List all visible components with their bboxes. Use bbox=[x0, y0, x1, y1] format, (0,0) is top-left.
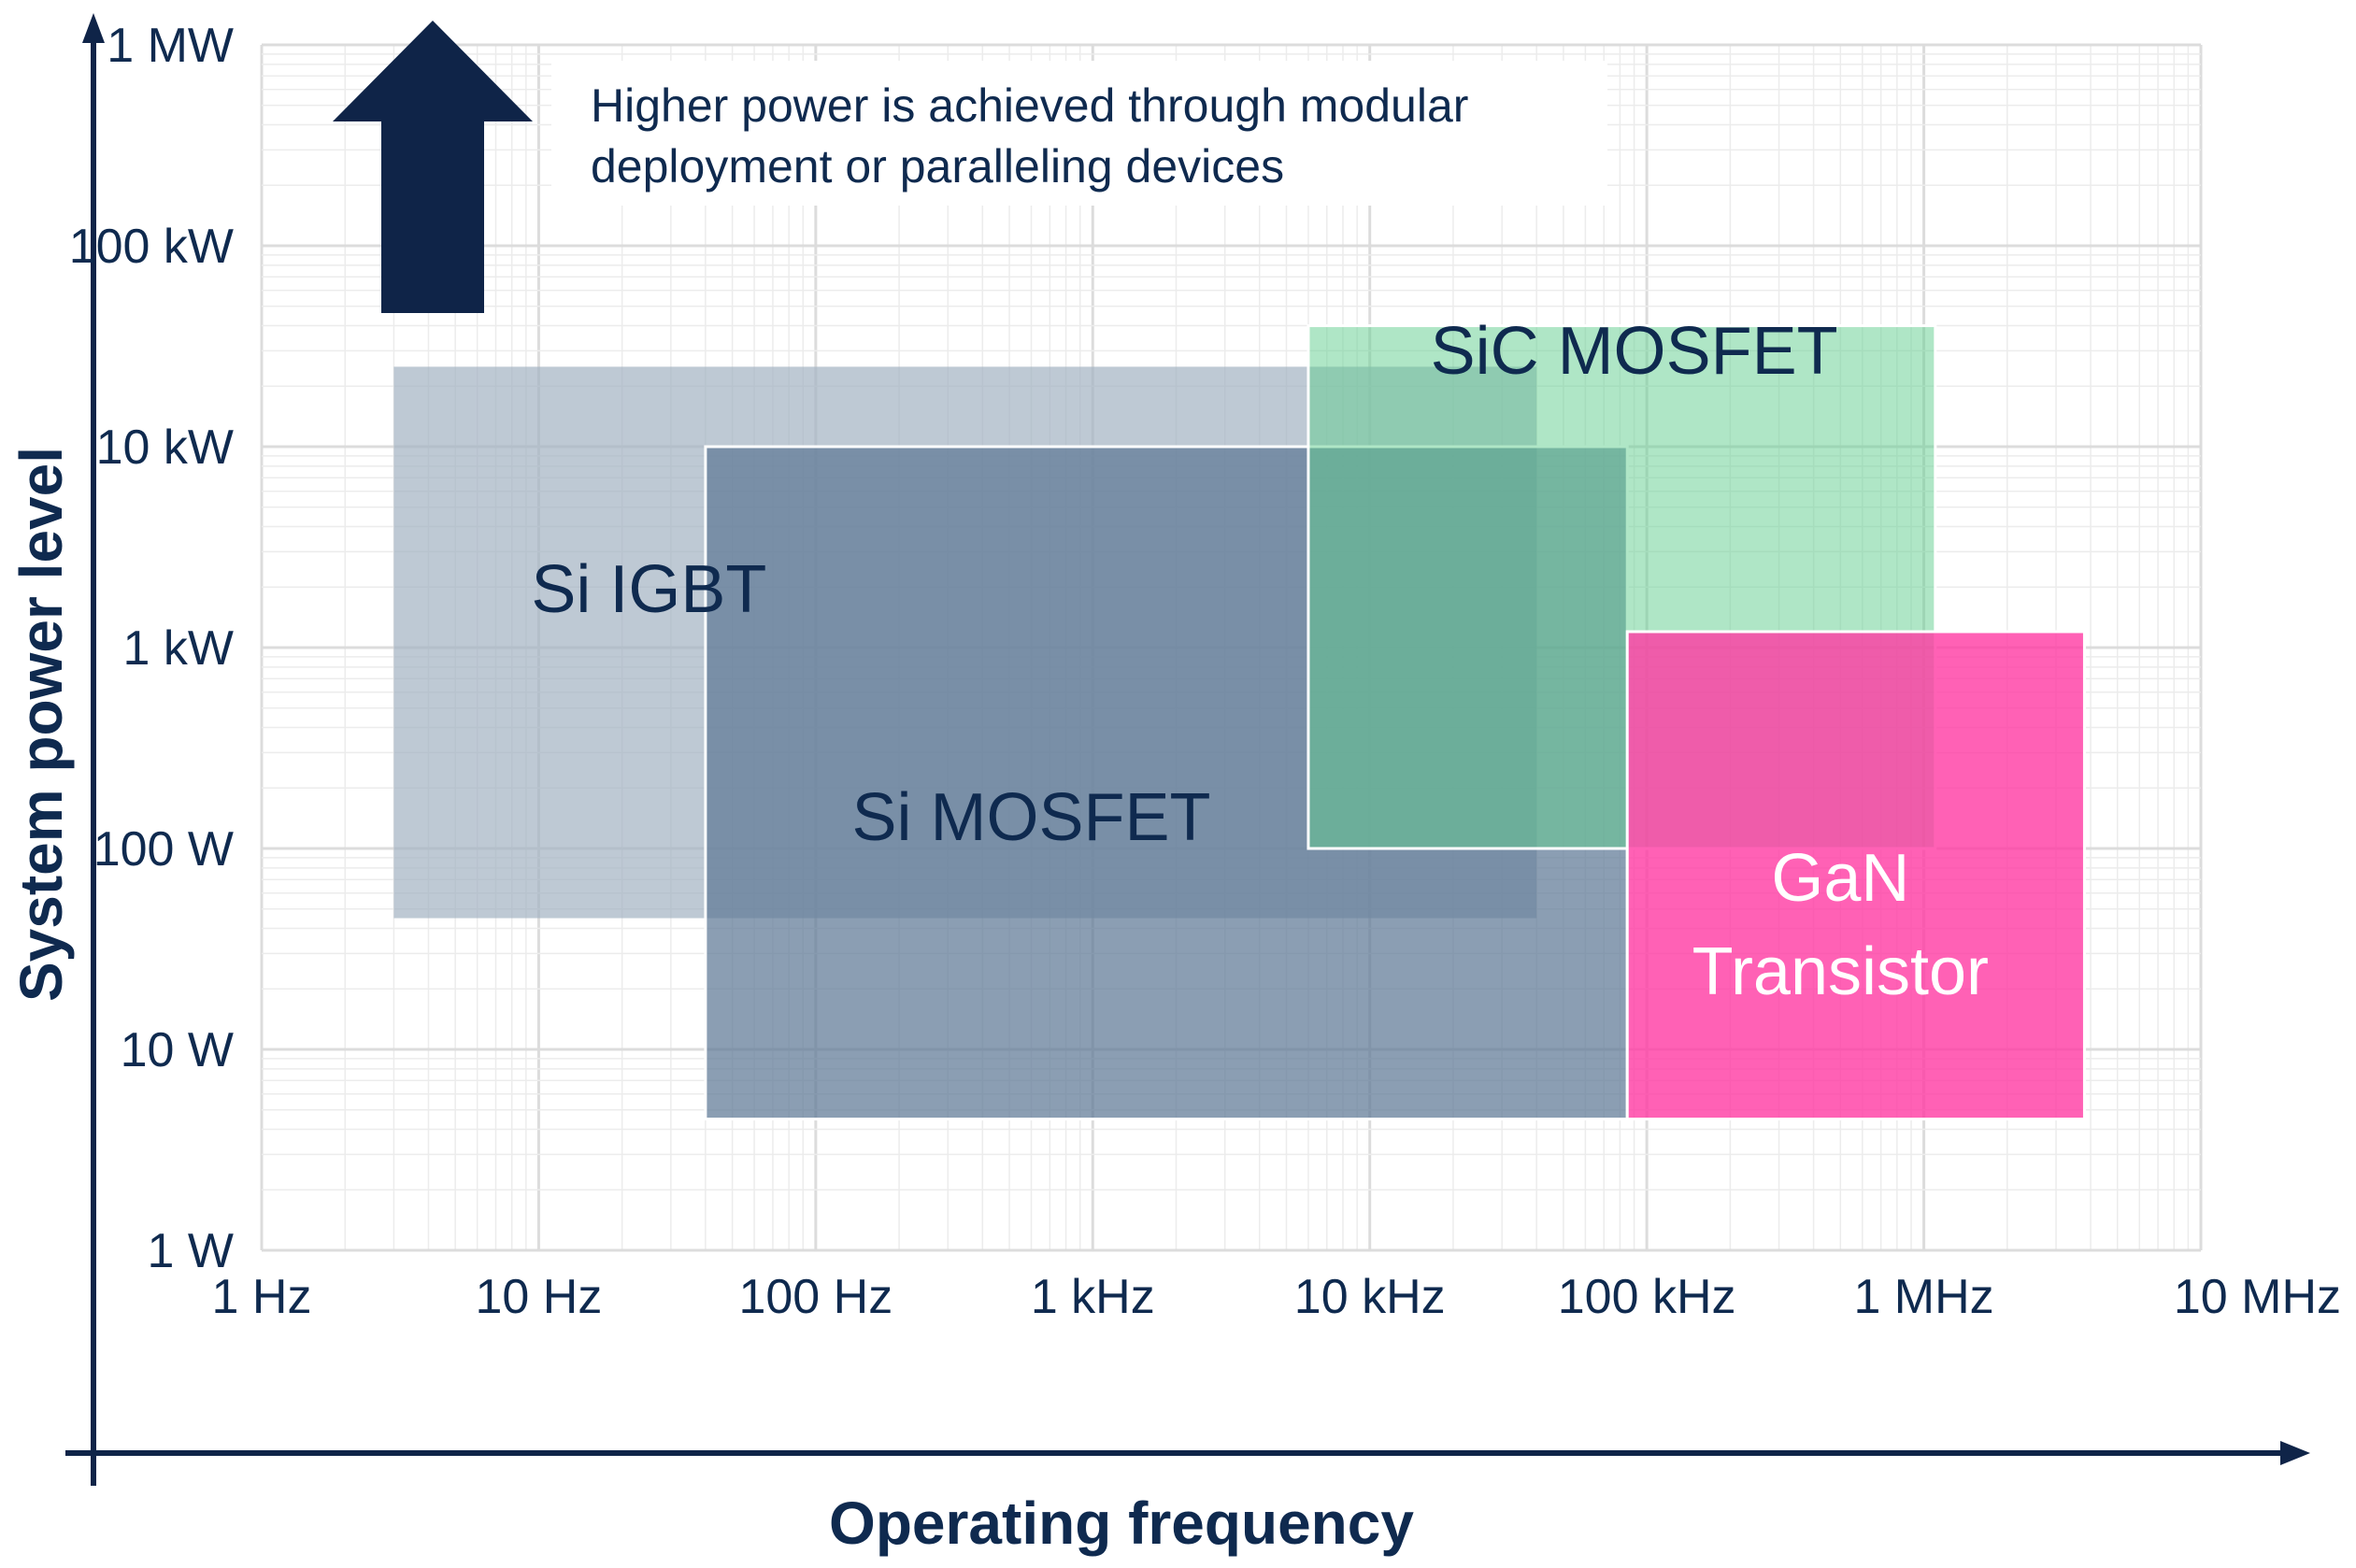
region-label-sic-mosfet: SiC MOSFET bbox=[1431, 314, 1838, 389]
y-tick-label: 10 W bbox=[121, 1023, 234, 1077]
x-tick-label: 1 MHz bbox=[1853, 1270, 1993, 1324]
x-axis-arrowhead bbox=[2280, 1441, 2310, 1465]
annotation-box bbox=[551, 61, 1607, 206]
x-tick-label: 1 Hz bbox=[212, 1270, 312, 1324]
region-label-si-mosfet: Si MOSFET bbox=[852, 780, 1211, 855]
region-label-si-igbt: Si IGBT bbox=[531, 552, 766, 627]
x-tick-label: 100 kHz bbox=[1558, 1270, 1736, 1324]
y-tick-label: 1 kW bbox=[123, 621, 234, 676]
y-tick-labels: 1 W 10 W 100 W 1 kW 10 kW 100 kW 1 MW bbox=[69, 19, 234, 1278]
region-labels: Si IGBT Si MOSFET SiC MOSFET GaN Transistor bbox=[531, 314, 1989, 1009]
y-tick-label: 100 kW bbox=[69, 220, 234, 274]
device-regions bbox=[393, 324, 2086, 1121]
up-arrow-icon bbox=[333, 21, 533, 313]
y-tick-label: 1 MW bbox=[107, 19, 234, 73]
x-tick-label: 10 MHz bbox=[2174, 1270, 2341, 1324]
annotation-line-2: deployment or paralleling devices bbox=[591, 140, 1284, 192]
x-tick-label: 10 Hz bbox=[476, 1270, 603, 1324]
axes bbox=[65, 13, 2310, 1486]
x-tick-labels: 1 Hz 10 Hz 100 Hz 1 kHz 10 kHz 100 kHz 1 MHz 10… bbox=[212, 1270, 2341, 1324]
x-tick-label: 10 kHz bbox=[1294, 1270, 1446, 1324]
y-axis-title: System power level bbox=[7, 447, 75, 1002]
y-tick-label: 100 W bbox=[93, 822, 234, 877]
region-label-gan-transistor: Transistor bbox=[1692, 934, 1989, 1009]
y-tick-label: 1 W bbox=[148, 1224, 234, 1278]
x-axis-title: Operating frequency bbox=[829, 1490, 1414, 1557]
region-gan-transistor bbox=[1625, 630, 2086, 1121]
x-tick-label: 100 Hz bbox=[738, 1270, 892, 1324]
annotation-line-1: Higher power is achieved through modular bbox=[591, 79, 1468, 132]
annotation: Higher power is achieved through modular… bbox=[333, 21, 1607, 313]
x-tick-label: 1 kHz bbox=[1031, 1270, 1155, 1324]
y-tick-label: 10 kW bbox=[96, 421, 234, 475]
region-label-gan-transistor: GaN bbox=[1771, 841, 1909, 916]
y-axis-arrowhead bbox=[82, 13, 105, 43]
